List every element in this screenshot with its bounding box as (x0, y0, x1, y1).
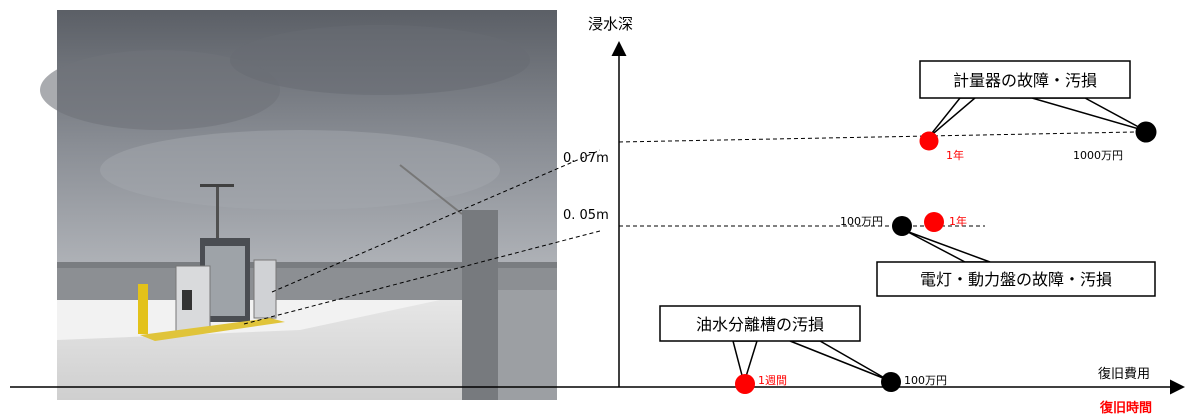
separator-cost-label: 100万円 (904, 374, 947, 387)
callout-separator: 油水分離槽の汚損 (659, 305, 889, 386)
lighting-cost-label: 100万円 (840, 215, 883, 228)
meter-time-marker (919, 131, 939, 151)
lighting-time-label: 1年 (949, 214, 967, 228)
pillar (399, 164, 557, 400)
separator-time-marker (735, 374, 755, 394)
separator-cost-marker (881, 372, 901, 392)
callout-lighting: 電灯・動力盤の故障・汚損 (876, 230, 1156, 297)
meter-time-label: 1年 (946, 148, 964, 162)
level-label-mid: 0. 05m (563, 208, 609, 223)
level-line-high (618, 131, 1136, 143)
callout-meter: 計量器の故障・汚損 (919, 60, 1147, 139)
level-label-high: 0. 07m (563, 151, 609, 166)
meter-cost-label: 1000万円 (1073, 149, 1123, 162)
x-axis-label-cost: 復旧費用 (1098, 366, 1150, 382)
callout-separator-text: 油水分離槽の汚損 (696, 315, 824, 334)
separator-time-label: 1週間 (758, 374, 787, 387)
fuel-dispenser-canopy (175, 238, 277, 333)
leader-line-mid (243, 230, 600, 325)
yellow-bollard (138, 284, 285, 341)
gas-station-photo (40, 10, 600, 400)
y-axis-label: 浸水深 (588, 15, 633, 33)
lighting-cost-marker (892, 216, 912, 236)
lighting-time-marker (924, 212, 944, 232)
meter-cost-marker (1135, 121, 1157, 143)
x-axis-label-time: 復旧時間 (1099, 400, 1152, 415)
callout-meter-text: 計量器の故障・汚損 (953, 71, 1097, 90)
callout-lighting-text: 電灯・動力盤の故障・汚損 (920, 270, 1112, 289)
leader-line-high (271, 149, 600, 293)
